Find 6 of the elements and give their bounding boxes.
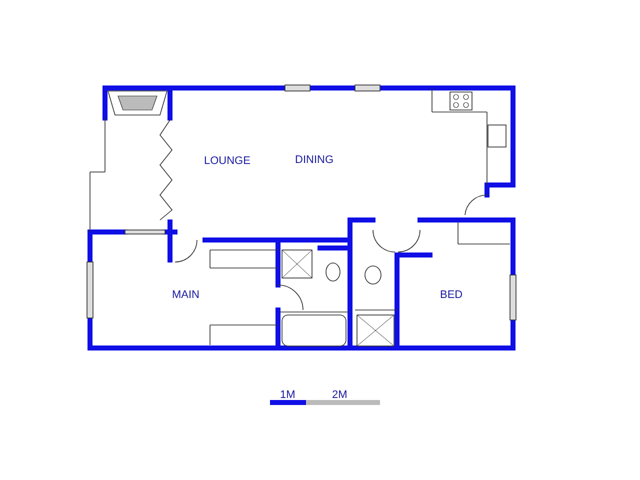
scale-label: 1M [280,389,296,401]
room-label: DINING [295,154,334,166]
scale-label: 2M [332,389,348,401]
room-label: MAIN [172,289,200,301]
room-label: LOUNGE [204,155,250,167]
room-label: BED [440,289,463,301]
